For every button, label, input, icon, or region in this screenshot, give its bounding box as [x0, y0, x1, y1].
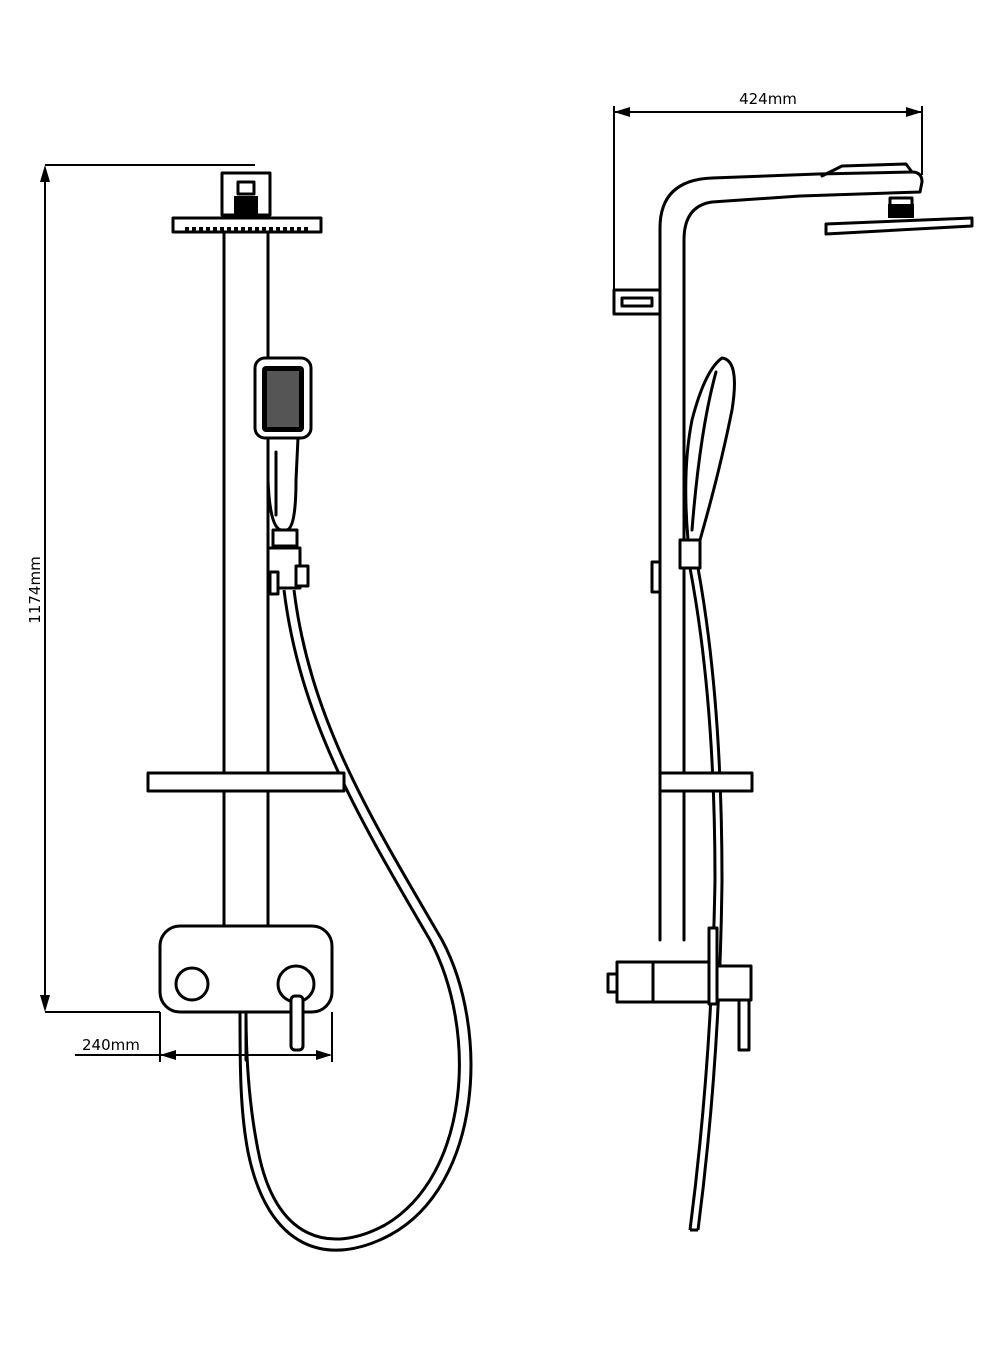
riser-pipe [222, 230, 270, 930]
rain-head-side [824, 196, 974, 236]
mixer-lever [289, 994, 305, 1052]
head-connector [220, 171, 272, 217]
width-dimension: 240mm [75, 1012, 333, 1062]
mixer-valve [158, 924, 334, 1062]
width-label: 240mm [82, 1036, 140, 1054]
height-dimension: 1174mm [26, 164, 255, 1013]
side-view: 424mm [606, 90, 974, 1232]
sliding-holder [266, 546, 310, 596]
shower-hose-side [688, 567, 724, 1232]
diverter-knob [174, 966, 210, 1002]
mixer-side [606, 926, 753, 1052]
shelf [146, 771, 346, 793]
rain-shower-head [171, 216, 323, 234]
depth-dimension: 424mm [613, 90, 923, 292]
wall-bracket [612, 288, 662, 316]
shower-hose [238, 589, 473, 1252]
hand-shower-side [678, 356, 736, 570]
shelf-side [658, 771, 754, 793]
height-label: 1174mm [26, 556, 44, 623]
slider-knob [650, 560, 662, 594]
hand-shower [253, 356, 313, 548]
riser-and-arm [658, 162, 924, 942]
front-view: 1174mm [26, 164, 473, 1252]
depth-label: 424mm [739, 90, 797, 108]
